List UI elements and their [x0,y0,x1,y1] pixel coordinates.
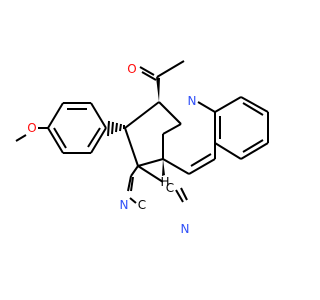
benzo-ring [214,96,269,160]
nitrile-carbon-2-label: C [166,181,174,195]
ring-nitrogen-label: N [188,94,197,108]
pyrrolidine-ring [124,101,182,167]
atom-labels: O O N N N C C H [27,62,196,236]
nitrile-nitrogen-2-label: N [181,222,190,236]
structure-canvas: O O N N N C C H [0,0,300,300]
acetyl-group [139,60,185,102]
acetyl-oxygen-label: O [127,62,136,76]
nitrile-groups [127,159,188,204]
molecule-drawing: O O N N N C C H [0,0,300,300]
pyridine-ring [162,101,216,175]
methoxyphenyl-group [15,102,125,154]
methoxy-oxygen-label: O [27,121,36,135]
nitrile-carbon-1-label: C [138,198,146,212]
stereo-hydrogen-label: H [160,175,169,189]
nitrile-nitrogen-1-label: N [120,198,129,212]
background [0,0,300,300]
